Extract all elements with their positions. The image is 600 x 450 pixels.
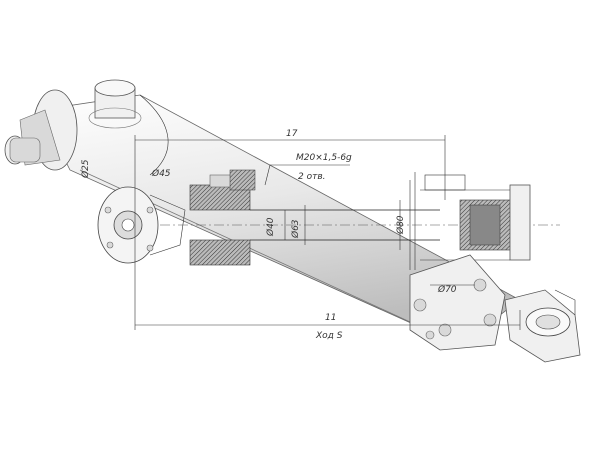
rod-eye bbox=[504, 289, 581, 363]
dia-rod-label: Ø40 bbox=[265, 217, 276, 237]
dim-top-label: 17 bbox=[286, 129, 298, 139]
top-port-boss bbox=[88, 79, 142, 129]
piston-section-view bbox=[414, 172, 531, 270]
dimension-lines bbox=[134, 135, 521, 330]
front-head-block bbox=[409, 254, 506, 351]
dia-side-label: Ø25 bbox=[80, 159, 91, 179]
dia-piston-label: Ø63 bbox=[290, 219, 301, 239]
thread-label: M20×1,5-6g bbox=[296, 153, 352, 163]
dia-bottom-label: Ø70 bbox=[437, 284, 457, 295]
rear-end-cap bbox=[4, 89, 78, 171]
gland-section-view bbox=[160, 169, 560, 266]
dia-bore-label: Ø80 bbox=[395, 215, 406, 235]
thread-count-label: 2 отв. bbox=[298, 172, 326, 182]
dim-bottom-label: 11 bbox=[325, 313, 336, 323]
stroke-label: Ход S bbox=[315, 331, 343, 341]
dia-left-label: Ø45 bbox=[151, 168, 171, 179]
